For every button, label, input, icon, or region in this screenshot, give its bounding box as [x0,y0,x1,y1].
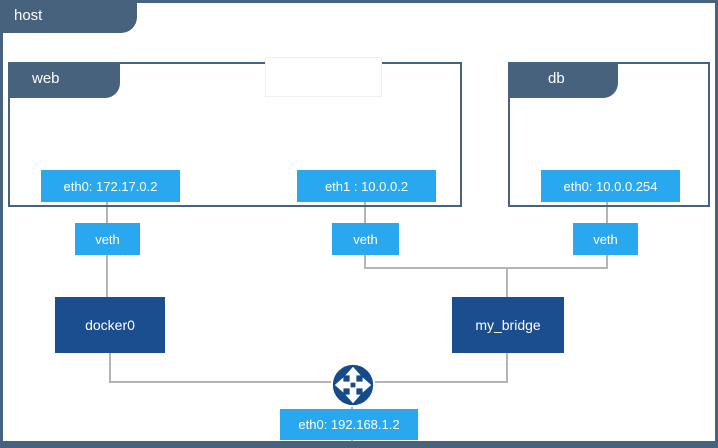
node-web-eth1-label: eth1 : 10.0.0.2 [324,178,409,194]
node-docker0-bridge: docker0 [55,297,165,353]
connector-join-to-my-bridge [506,269,508,297]
node-my-bridge-label: my_bridge [475,317,541,333]
host-label: host [14,7,43,24]
container-web-tab: web [8,62,120,98]
node-db-eth0: eth0: 10.0.0.254 [541,170,680,202]
connector-veth-to-docker0 [106,255,108,297]
connector-docker0-down [109,353,111,383]
router-icon [330,362,376,408]
node-veth-right-label: veth [593,231,618,247]
container-db: db [508,62,710,207]
empty-white-box [265,57,382,97]
connector-my-bridge-down [506,353,508,383]
connector-my-bridge-to-router [373,381,508,383]
node-web-eth0-label: eth0: 172.17.0.2 [63,178,158,194]
node-web-eth0: eth0: 172.17.0.2 [41,170,180,202]
node-web-eth1: eth1 : 10.0.0.2 [297,170,436,202]
connector-veth-mid-down [364,255,366,269]
node-veth-left-label: veth [95,231,120,247]
node-host-eth0-label: eth0: 192.168.1.2 [298,417,400,432]
node-veth-middle-label: veth [353,231,378,247]
node-veth-right: veth [573,223,638,255]
node-veth-middle: veth [332,223,399,255]
container-db-tab: db [508,62,618,98]
connector-web-eth1-to-veth [364,202,366,223]
router-icon-svg [330,362,376,408]
connector-veth-right-down [606,255,608,269]
container-web-label: web [32,70,60,87]
host-label-tab: host [0,0,137,33]
node-my-bridge: my_bridge [452,297,564,353]
node-host-eth0: eth0: 192.168.1.2 [280,409,418,440]
node-docker0-label: docker0 [85,317,135,333]
container-db-label: db [548,70,565,87]
connector-docker0-to-router [109,381,333,383]
container-web: web [8,62,462,207]
connector-db-eth0-to-veth [606,202,608,223]
connector-web-eth0-to-veth [106,202,108,223]
node-db-eth0-label: eth0: 10.0.0.254 [563,178,658,194]
connector-veth-join-horizontal [364,267,608,269]
node-veth-left: veth [75,223,140,255]
